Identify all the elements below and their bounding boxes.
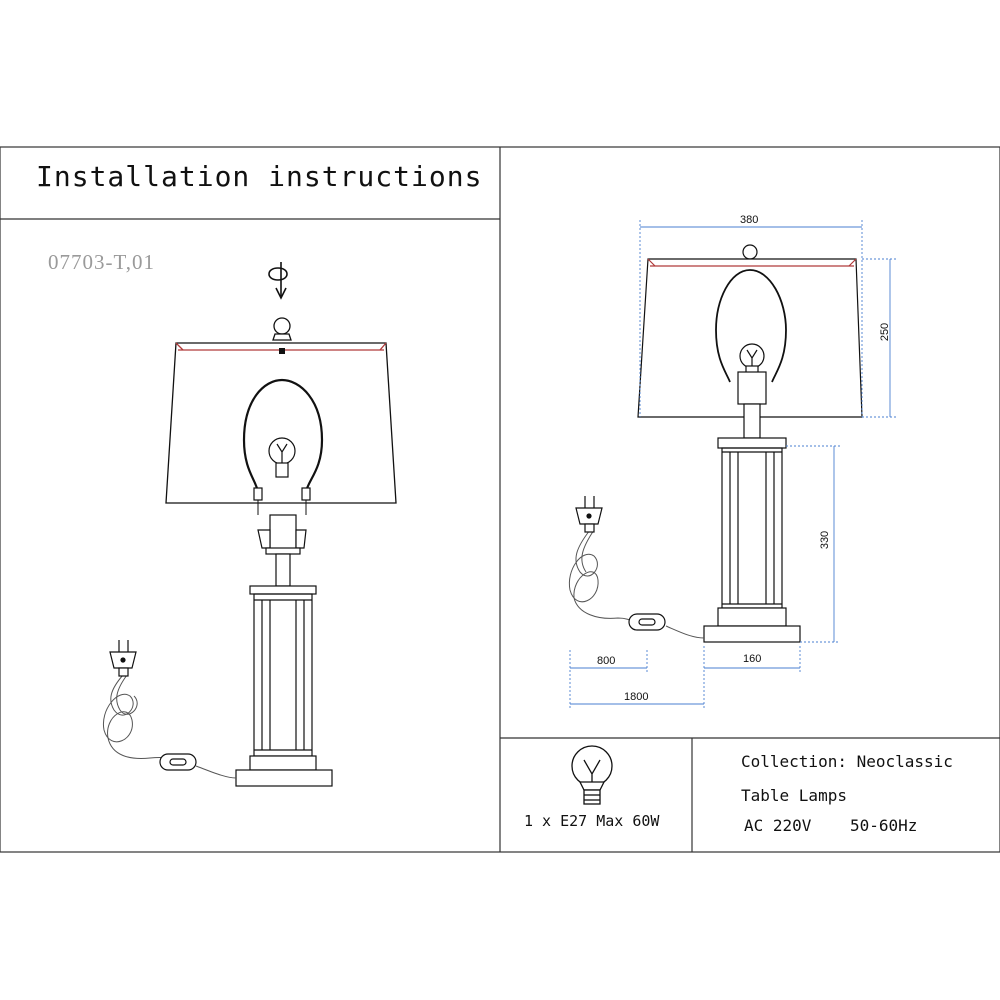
assembled-plug-icon [575,496,603,533]
socket [257,514,307,555]
bulb-legend-icon [571,745,613,805]
dimension-lines [569,220,896,708]
light-bulb-icon [268,437,296,478]
assembled-cord [568,529,705,639]
power-spec: AC 220V 50-60Hz [744,816,918,835]
plug-icon [109,640,137,677]
collection-label: Collection: Neoclassic [741,752,953,771]
model-number: 07703-T,01 [48,250,156,274]
sheet-frame [0,146,1000,853]
lamp-base-column [235,553,333,787]
harp-frame [242,378,324,515]
dimension-shade-width: 380 [740,214,759,226]
dimension-base-width: 160 [743,653,762,665]
dimension-shade-height: 250 [879,322,892,342]
page-title: Installation instructions [36,160,483,193]
power-cord [102,674,237,779]
dimension-cord-length: 1800 [624,691,649,703]
lamp-shade-exploded [165,342,397,504]
finial [272,317,292,341]
dimension-cord-to-switch: 800 [597,655,616,667]
rotate-arrow-icon [268,262,288,300]
bulb-spec: 1 x E27 Max 60W [524,812,660,830]
dimension-base-height: 330 [819,530,832,550]
assembled-lamp [637,244,863,643]
inline-switch [159,753,197,771]
assembled-switch [628,613,666,631]
product-type: Table Lamps [741,786,847,805]
